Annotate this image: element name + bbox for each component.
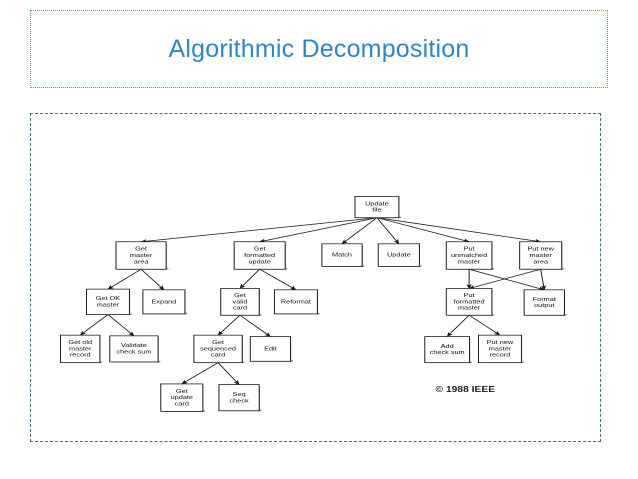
edge-get-ok-master-to-validate-check-sum — [107, 314, 135, 337]
node-label: Seq — [233, 392, 246, 398]
node-label: card — [211, 352, 226, 358]
node-label: Put new — [527, 246, 554, 252]
edge-get-valid-card-to-get-sequenced-card — [217, 315, 241, 336]
edge-get-sequenced-card-to-seq-check — [217, 362, 240, 386]
node-label: master — [130, 253, 153, 259]
slide-title-box: Algorithmic Decomposition — [30, 10, 608, 88]
edge-get-valid-card-to-edit — [239, 314, 271, 337]
edges-layer — [79, 217, 547, 386]
edge-update-file-to-get-master-area — [140, 217, 377, 244]
node-label: master — [489, 346, 512, 352]
node-label: master — [69, 346, 92, 352]
edge-update-file-to-get-formatted-update — [259, 217, 378, 243]
edge-put-formatted-master-to-add-check-sum — [446, 315, 470, 337]
node-label: Format — [533, 297, 556, 303]
page-title: Algorithmic Decomposition — [168, 34, 470, 63]
node-label: Expand — [151, 299, 176, 305]
node-label: Get — [234, 293, 246, 299]
node-label: update — [171, 395, 194, 401]
node-label: formatted — [454, 299, 485, 305]
node-label: Get — [254, 246, 266, 252]
node-label: Get — [135, 246, 147, 252]
edge-update-file-to-put-new-master-area — [376, 217, 542, 243]
node-expand[interactable]: Expand — [142, 289, 188, 315]
node-label: card — [175, 401, 190, 407]
node-label: master — [97, 302, 120, 308]
node-edit[interactable]: Edit — [249, 336, 293, 362]
node-label: Get — [212, 340, 224, 346]
node-label: Update — [387, 252, 411, 258]
node-label: unmatched — [451, 253, 488, 259]
edge-put-unmatched-master-to-format-output — [468, 268, 545, 291]
node-label: valid — [232, 299, 247, 305]
node-label: Put — [464, 246, 475, 252]
node-reformat[interactable]: Reformat — [273, 289, 320, 315]
node-label: record — [70, 352, 91, 358]
decomposition-tree-svg: UpdatefileGetmasterareaGetformattedupdat… — [60, 196, 567, 412]
node-label: file — [372, 207, 382, 213]
node-label: Reformat — [281, 299, 311, 305]
node-match[interactable]: Match — [321, 243, 365, 267]
nodes-layer: UpdatefileGetmasterareaGetformattedupdat… — [60, 196, 567, 412]
node-label: Update — [365, 201, 389, 207]
edge-get-formatted-update-to-reformat — [259, 268, 297, 291]
edge-get-ok-master-to-get-old-master-record — [79, 314, 109, 336]
node-label: Validate — [121, 343, 147, 349]
edge-update-file-to-match — [341, 217, 378, 245]
copyright-label: © 1988 IEEE — [436, 385, 496, 394]
edge-get-master-area-to-expand — [140, 268, 165, 291]
node-label: Put — [464, 293, 475, 299]
node-label: check sum — [430, 350, 466, 356]
edge-put-new-master-area-to-put-formatted-master — [468, 268, 541, 289]
edge-update-file-to-update — [376, 217, 400, 245]
node-label: Edit — [264, 346, 277, 352]
node-label: Put new — [487, 340, 514, 346]
node-label: update — [248, 259, 271, 265]
node-label: output — [534, 303, 555, 309]
node-label: Add — [441, 344, 454, 350]
node-label: check — [230, 398, 250, 404]
node-label: master — [458, 259, 481, 265]
node-label: Get — [176, 389, 188, 395]
edge-get-sequenced-card-to-get-update-card — [181, 362, 219, 385]
node-label: Match — [332, 252, 352, 258]
node-label: area — [134, 259, 149, 265]
node-label: sequenced — [200, 346, 236, 352]
edge-get-master-area-to-get-ok-master — [107, 268, 142, 290]
edge-put-new-master-area-to-format-output — [540, 269, 547, 291]
edge-get-formatted-update-to-get-valid-card — [239, 268, 261, 289]
node-label: master — [458, 305, 481, 311]
node-label: area — [533, 259, 548, 265]
edge-update-file-to-put-unmatched-master — [376, 217, 470, 243]
node-label: formatted — [244, 253, 275, 259]
node-label: card — [233, 305, 248, 311]
node-label: check sum — [116, 349, 152, 355]
node-update[interactable]: Update — [377, 243, 422, 267]
edge-put-formatted-master-to-put-new-master-record — [468, 314, 501, 336]
node-label: record — [490, 352, 511, 358]
node-label: Get OK — [96, 296, 121, 302]
node-label: Get old — [68, 340, 92, 346]
node-label: master — [529, 253, 552, 259]
